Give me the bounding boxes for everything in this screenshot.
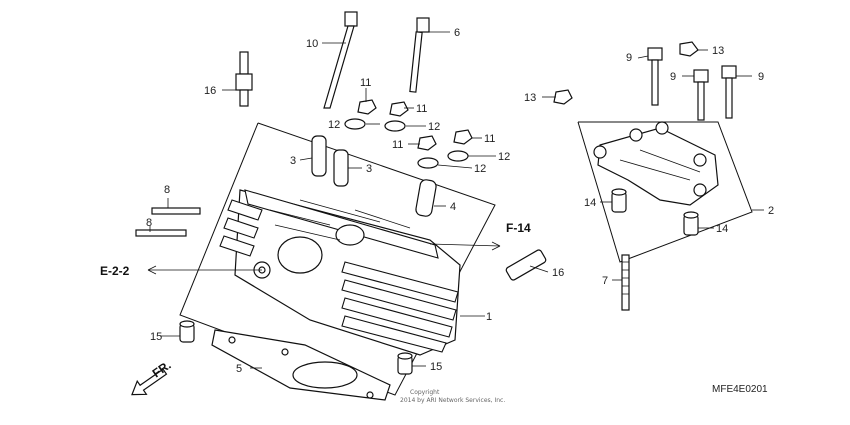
- leader-lines: [148, 31, 764, 369]
- callout-9a: 9: [626, 52, 632, 64]
- front-arrow-icon: [131, 368, 168, 396]
- dowel-pin-14b[interactable]: [683, 211, 699, 236]
- valve-guide-3a[interactable]: [311, 135, 327, 177]
- callout-4: 4: [450, 201, 456, 213]
- callout-12d: 12: [498, 151, 510, 163]
- reference-e22[interactable]: E-2-2: [100, 264, 130, 278]
- callout-10: 10: [306, 38, 318, 50]
- callout-1: 1: [486, 311, 492, 323]
- callout-15b: 15: [430, 361, 442, 373]
- callout-12a: 12: [328, 119, 340, 131]
- dowel-pin-15a[interactable]: [179, 320, 195, 343]
- bolt-10[interactable]: [323, 11, 358, 109]
- spark-plug-16b[interactable]: [505, 249, 547, 281]
- callout-9c: 9: [758, 71, 764, 83]
- washer-12c[interactable]: [417, 157, 439, 169]
- copyright-line1: Copyright: [410, 389, 440, 396]
- washer-12b[interactable]: [384, 120, 406, 132]
- stud-bolt-7[interactable]: [621, 254, 630, 311]
- nut-13b[interactable]: [553, 89, 573, 105]
- callout-16b: 16: [552, 267, 564, 279]
- callout-3a: 3: [290, 155, 296, 167]
- callout-13a: 13: [712, 45, 724, 57]
- callout-5: 5: [236, 363, 242, 375]
- bolt-9a[interactable]: [647, 47, 663, 106]
- callouts: 1 2 3 3 4 5 6 7 8 8 9 9 9 10 11 11 11 11…: [146, 27, 774, 375]
- nut-11d[interactable]: [453, 129, 473, 145]
- valve-guide-3b[interactable]: [333, 149, 349, 187]
- nut-13a[interactable]: [679, 41, 699, 57]
- reference-f14[interactable]: F-14: [506, 221, 531, 235]
- bolt-9b[interactable]: [693, 69, 709, 121]
- callout-13b: 13: [524, 92, 536, 104]
- copyright-line2: 2014 by ARI Network Services, Inc.: [400, 397, 505, 404]
- callout-2: 2: [768, 205, 774, 217]
- callout-14b: 14: [716, 223, 728, 235]
- callout-8a: 8: [164, 184, 170, 196]
- callout-9b: 9: [670, 71, 676, 83]
- stud-bolt-8b[interactable]: [135, 229, 187, 237]
- diagram-code: MFE4E0201: [712, 384, 768, 395]
- rocker-arm-holder[interactable]: [593, 121, 719, 206]
- spark-plug-16a[interactable]: [235, 51, 253, 107]
- washer-12d[interactable]: [447, 150, 469, 162]
- callout-12c: 12: [474, 163, 486, 175]
- callout-6: 6: [454, 27, 460, 39]
- nut-11a[interactable]: [357, 99, 377, 115]
- washer-12a[interactable]: [344, 118, 366, 130]
- callout-15a: 15: [150, 331, 162, 343]
- cylinder-head-gasket[interactable]: [211, 329, 391, 401]
- callout-11c: 11: [392, 139, 403, 151]
- callout-16a: 16: [204, 85, 216, 97]
- cylinder-head-group-box: [179, 122, 496, 396]
- bolt-9c[interactable]: [721, 65, 737, 119]
- pipe-4[interactable]: [415, 179, 437, 217]
- callout-11a: 11: [360, 77, 371, 89]
- callout-11d: 11: [484, 133, 495, 145]
- stud-bolt-8a[interactable]: [151, 207, 201, 215]
- dowel-pin-15b[interactable]: [397, 352, 413, 375]
- callout-7: 7: [602, 275, 608, 287]
- bolt-6[interactable]: [409, 17, 430, 93]
- nut-11c[interactable]: [417, 135, 437, 151]
- callout-3b: 3: [366, 163, 372, 175]
- cylinder-head[interactable]: [219, 189, 461, 356]
- callout-11b: 11: [416, 103, 427, 115]
- callout-12b: 12: [428, 121, 440, 133]
- rocker-holder-group-box: [577, 121, 753, 263]
- callout-8b: 8: [146, 217, 152, 229]
- dowel-pin-14a[interactable]: [611, 188, 627, 213]
- nut-11b[interactable]: [389, 101, 409, 117]
- callout-14a: 14: [584, 197, 596, 209]
